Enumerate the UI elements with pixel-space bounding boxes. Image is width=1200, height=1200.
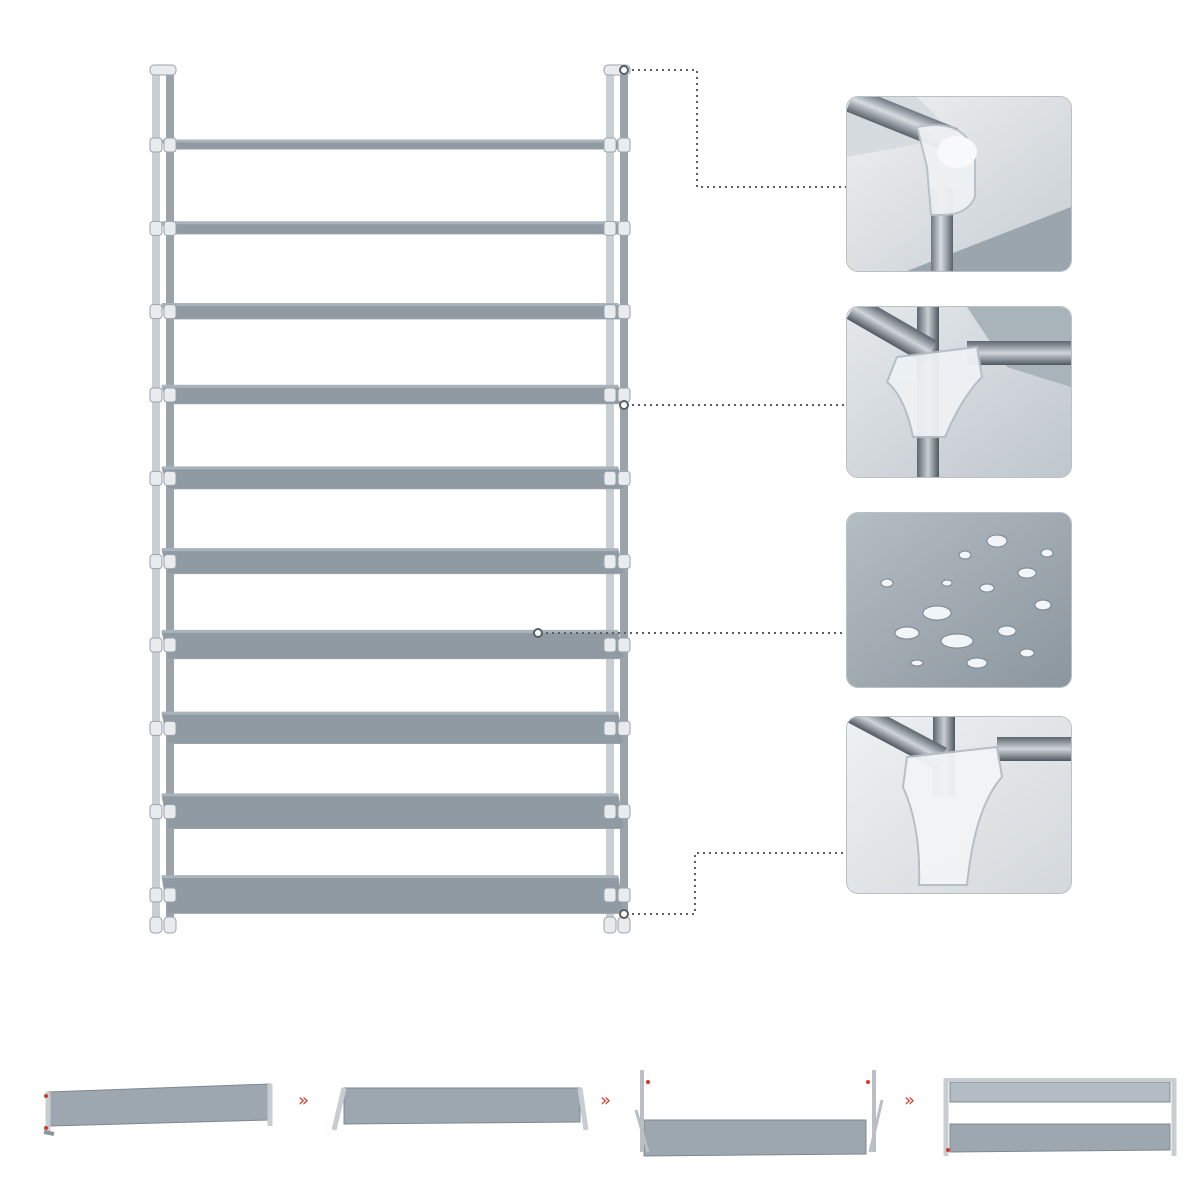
rack-connector-10-4 xyxy=(617,887,631,903)
detail-top-corner-connector xyxy=(846,96,1072,272)
rack-connector-6-2 xyxy=(163,554,177,570)
shelf-with-uprights-icon xyxy=(634,1070,884,1157)
rack-connector-1-4 xyxy=(617,137,631,153)
water-droplet xyxy=(958,550,972,560)
step-arrow-3: » xyxy=(902,1080,932,1120)
rack-connector-2-3 xyxy=(603,220,617,236)
water-droplet xyxy=(1040,548,1054,558)
foot-connector-icon xyxy=(847,717,1071,893)
rack-connector-4-1 xyxy=(149,387,163,403)
water-droplets-icon xyxy=(847,513,1071,687)
assembly-step-2 xyxy=(328,1060,590,1160)
rack-connector-6-3 xyxy=(603,554,617,570)
water-droplet xyxy=(1017,567,1037,579)
rack-connector-3-2 xyxy=(163,304,177,320)
rack-connector-10-3 xyxy=(603,887,617,903)
rack-upright-right-2 xyxy=(620,69,628,927)
rack-connector-7-2 xyxy=(163,637,177,653)
callout-dot-middle xyxy=(619,400,629,410)
rack-connector-7-4 xyxy=(617,637,631,653)
svg-text:»: » xyxy=(600,1090,611,1111)
callout-dot-fabric xyxy=(533,628,543,638)
rack-top-connector-left xyxy=(149,64,177,76)
rack-connector-9-3 xyxy=(603,804,617,820)
water-droplet xyxy=(880,578,894,588)
rack-connector-2-4 xyxy=(617,220,631,236)
rack-connector-5-3 xyxy=(603,470,617,486)
assembly-step-1 xyxy=(30,1060,280,1160)
water-droplet xyxy=(986,534,1008,548)
rack-connector-3-1 xyxy=(149,304,163,320)
rack-connector-1-3 xyxy=(603,137,617,153)
rack-connector-7-1 xyxy=(149,637,163,653)
rack-connector-8-3 xyxy=(603,720,617,736)
water-droplet xyxy=(966,657,988,669)
rack-connector-4-3 xyxy=(603,387,617,403)
rack-connector-9-1 xyxy=(149,804,163,820)
detail-foot-connector xyxy=(846,716,1072,894)
elbow-connector-icon xyxy=(847,97,1071,271)
rack-connector-1-1 xyxy=(149,137,163,153)
callout-dot-foot xyxy=(619,909,629,919)
water-droplet xyxy=(940,633,974,649)
callout-dot-top xyxy=(619,65,629,75)
rack-shelves xyxy=(149,137,631,914)
assembly-step-3 xyxy=(626,1060,890,1160)
water-droplet xyxy=(997,625,1017,637)
assembly-step-4 xyxy=(936,1060,1182,1160)
rack-connector-10-1 xyxy=(149,887,163,903)
shoe-rack-illustration xyxy=(149,64,631,934)
rack-connector-2-2 xyxy=(163,220,177,236)
callout-line-foot-connector xyxy=(626,852,846,915)
shelf-with-side-bars-icon xyxy=(43,1083,273,1136)
rack-connector-3-4 xyxy=(617,304,631,320)
water-droplet xyxy=(1019,648,1035,658)
rack-connector-2-1 xyxy=(149,220,163,236)
rack-connector-6-4 xyxy=(617,554,631,570)
rack-connector-5-1 xyxy=(149,470,163,486)
rack-foot-1 xyxy=(149,916,163,934)
rack-connector-10-2 xyxy=(163,887,177,903)
water-droplet xyxy=(979,583,995,593)
callout-lines xyxy=(533,65,846,919)
svg-text:»: » xyxy=(904,1090,915,1111)
water-droplet xyxy=(1034,599,1052,611)
detail-waterproof-fabric xyxy=(846,512,1072,688)
rack-connector-9-2 xyxy=(163,804,177,820)
t-connector-icon xyxy=(847,307,1071,477)
callout-line-top-connector xyxy=(626,69,846,188)
rack-connector-6-1 xyxy=(149,554,163,570)
rack-connector-4-2 xyxy=(163,387,177,403)
rack-connector-8-4 xyxy=(617,720,631,736)
water-droplet xyxy=(922,605,952,621)
rack-connector-3-3 xyxy=(603,304,617,320)
svg-text:»: » xyxy=(298,1090,309,1111)
detail-middle-t-connector xyxy=(846,306,1072,478)
step-arrow-2: » xyxy=(598,1080,628,1120)
water-droplet xyxy=(894,626,920,640)
rack-foot-3 xyxy=(603,916,617,934)
water-droplet xyxy=(941,579,953,587)
two-tier-shelf-icon xyxy=(943,1078,1177,1156)
rack-connector-8-1 xyxy=(149,720,163,736)
rack-connector-9-4 xyxy=(617,804,631,820)
shelf-with-side-bars-icon xyxy=(331,1087,589,1131)
rack-connector-1-2 xyxy=(163,137,177,153)
step-arrow-1: » xyxy=(296,1080,326,1120)
rack-connector-5-2 xyxy=(163,470,177,486)
rack-connector-7-3 xyxy=(603,637,617,653)
rack-upright-left-1 xyxy=(152,69,160,927)
rack-connector-5-4 xyxy=(617,470,631,486)
rack-foot-2 xyxy=(163,916,177,934)
water-droplet xyxy=(910,659,924,667)
rack-connector-8-2 xyxy=(163,720,177,736)
